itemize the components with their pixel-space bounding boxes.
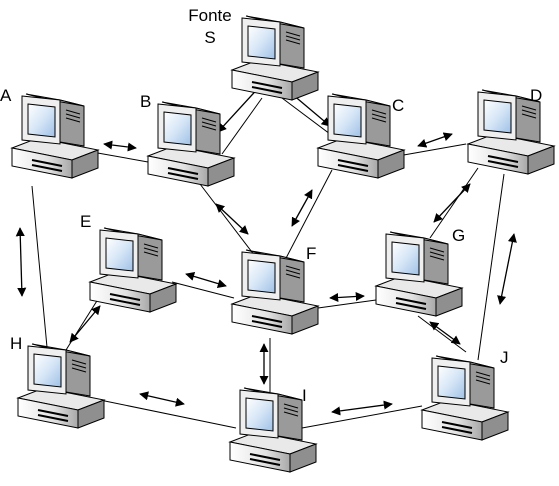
- node-label-J: J: [500, 348, 509, 367]
- computer-icon-E: [89, 227, 177, 313]
- link-G-J: [417, 315, 467, 353]
- link-E-F: [171, 281, 235, 299]
- arrows-layer: [15, 83, 517, 416]
- arrow-C-D: [417, 132, 453, 148]
- node-label-E: E: [80, 212, 92, 231]
- arrow-B-F: [215, 203, 249, 235]
- node-label-H: H: [10, 334, 23, 353]
- link-A-H: [31, 185, 49, 359]
- arrow-D-G: [433, 183, 471, 223]
- arrow-C-F: [291, 189, 313, 227]
- link-B-F: [199, 183, 259, 261]
- arrow-S-C: [291, 93, 331, 127]
- arrow-I-J: [331, 400, 393, 416]
- node-label-F: F: [306, 244, 317, 263]
- node-label-A: A: [0, 86, 12, 105]
- source-label-line1: Fonte: [188, 6, 232, 25]
- arrow-E-F: [185, 271, 227, 289]
- link-A-B: [91, 151, 149, 163]
- arrow-D-J: [497, 233, 517, 305]
- computer-icon-S: [231, 15, 319, 101]
- link-S-B: [221, 97, 263, 155]
- computer-icon-H: [17, 343, 105, 429]
- node-label-B: B: [140, 92, 152, 111]
- computer-icon-J: [421, 355, 509, 441]
- link-H-I: [99, 399, 237, 429]
- computer-icon-B: [147, 101, 235, 187]
- arrow-E-H: [69, 305, 101, 343]
- link-C-D: [397, 143, 467, 157]
- node-label-G: G: [452, 226, 466, 245]
- arrow-A-B: [103, 140, 137, 152]
- computer-icon-A: [11, 93, 99, 179]
- nodes-layer: [11, 15, 555, 473]
- node-label-C: C: [392, 96, 405, 115]
- arrow-G-J: [429, 321, 461, 345]
- link-E-H: [65, 295, 101, 351]
- computer-icon-G: [375, 231, 463, 317]
- node-label-I: I: [302, 386, 307, 405]
- source-label: Fonte S: [180, 6, 240, 48]
- node-label-D: D: [530, 86, 543, 105]
- link-D-J: [477, 173, 505, 361]
- link-I-J: [301, 405, 423, 429]
- arrow-H-I: [139, 391, 185, 407]
- arrow-A-H: [15, 227, 27, 297]
- source-label-line2: S: [204, 28, 216, 47]
- link-F-G: [317, 299, 377, 309]
- arrow-F-G: [329, 291, 365, 303]
